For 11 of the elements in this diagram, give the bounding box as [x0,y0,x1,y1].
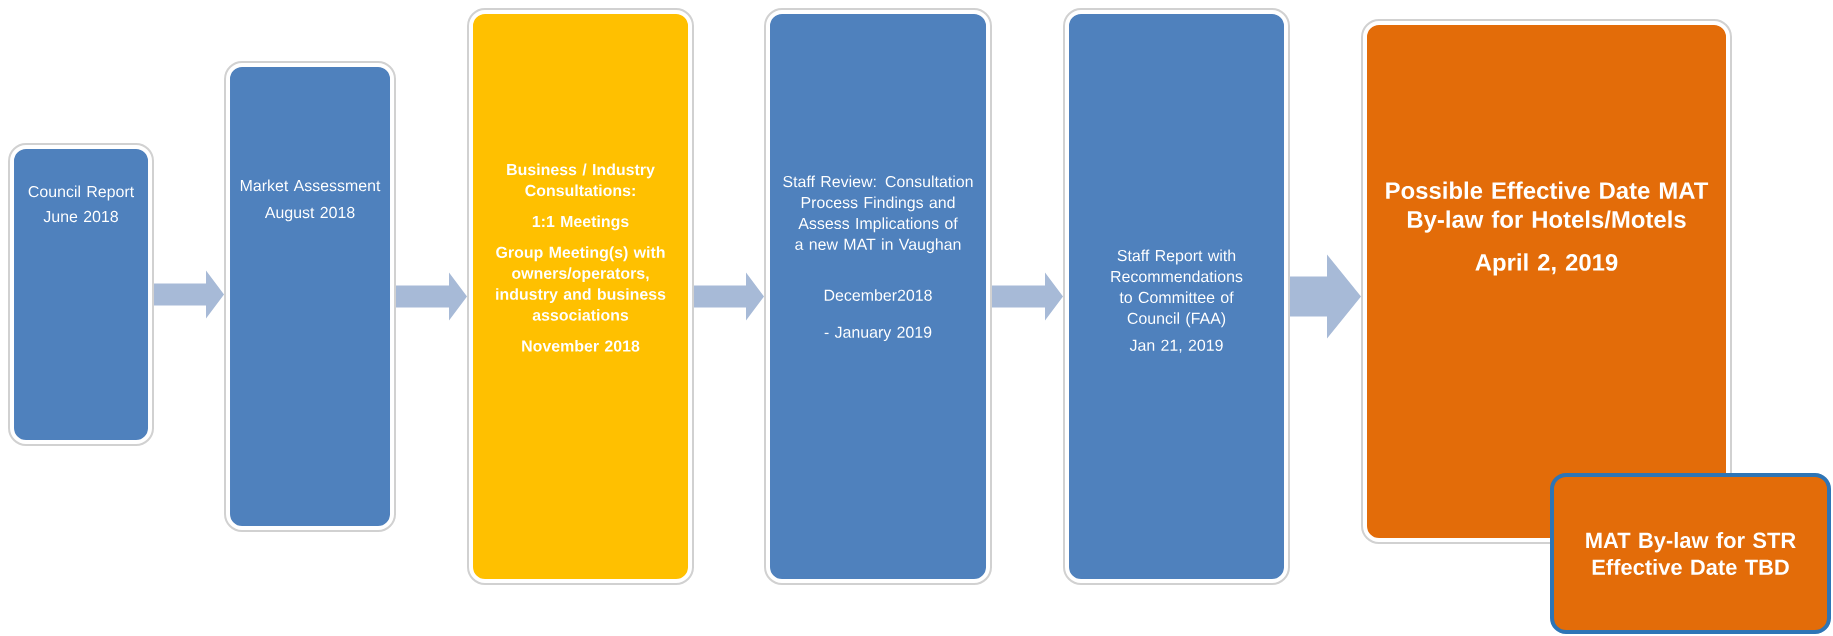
timeline-box: Business / Industry Consultations: 1:1 Meetings Group Meeting(s) with owners/operators, industry and business associations November 2018 [467,8,694,585]
timeline-box: MAT By-law for STR Effective Date TBD [1550,473,1831,634]
arrow [154,270,224,319]
arrow [396,272,467,321]
timeline-box: Market Assessment August 2018 [224,61,396,532]
arrow [1290,254,1361,339]
arrow [694,272,764,321]
timeline-box: Council Report June 2018 [8,143,154,446]
timeline-box: Staff Review: Consultation Process Findings and Assess Implications of a new MAT in Vaughan December2018 - January 2019 [764,8,992,585]
timeline-box: Staff Report with Recommendations to Committee of Council (FAA) Jan 21, 2019 [1063,8,1290,585]
arrow [992,272,1063,321]
